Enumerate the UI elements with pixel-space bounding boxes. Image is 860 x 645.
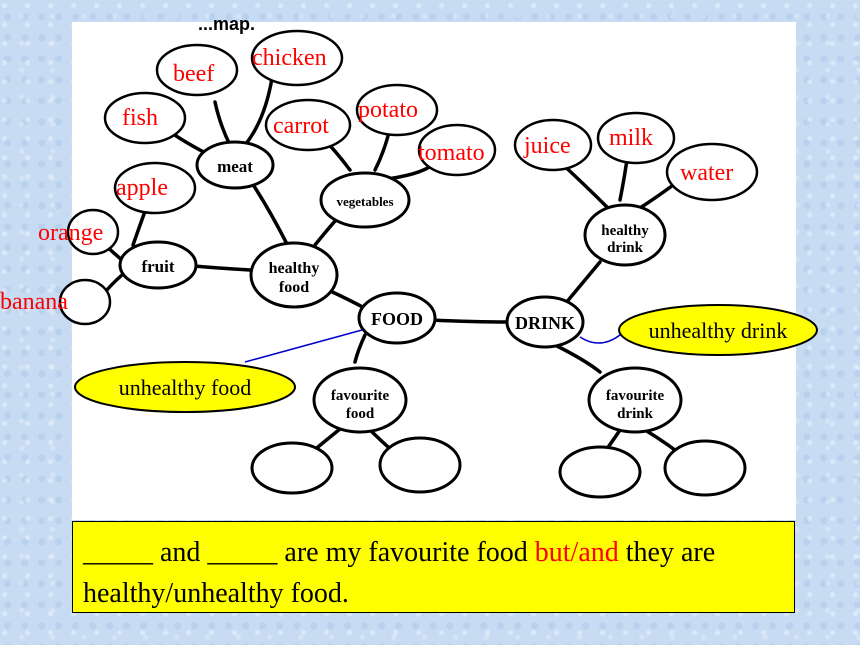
- carrot-oval: [264, 98, 352, 152]
- empty-drink-choice-2: [663, 439, 747, 497]
- sentence-part2: they are healthy/unhealthy food.: [83, 537, 716, 609]
- word-apple: apple: [116, 175, 168, 201]
- potato-oval: [355, 83, 439, 137]
- empty-food-choice-1: [250, 441, 334, 495]
- unhealthy-food-callout: [74, 361, 296, 413]
- drink-node-shape: [505, 295, 585, 349]
- sentence-part1: _____ and _____ are my favourite food: [83, 537, 535, 568]
- empty-drink-choice-1: [558, 445, 642, 499]
- header-fragment: ...map.: [198, 14, 255, 34]
- meat-node-label: meat: [217, 157, 253, 176]
- unhealthy-food-pointer: [244, 329, 363, 363]
- word-carrot: carrot: [273, 113, 329, 139]
- word-milk: milk: [609, 125, 653, 151]
- unhealthy-drink-pointer: [579, 334, 621, 344]
- word-water: water: [680, 160, 733, 186]
- unhealthy-drink-callout: [618, 304, 818, 356]
- word-tomato: tomato: [418, 140, 485, 166]
- healthy-drink-label-line1: healthy: [601, 223, 649, 239]
- word-fish: fish: [122, 105, 158, 131]
- banana-oval: [58, 278, 112, 326]
- healthy-drink-node-shape: [583, 203, 667, 267]
- favourite-drink-label-line1: favourite: [606, 388, 665, 404]
- word-potato: potato: [358, 97, 418, 123]
- word-chicken: chicken: [252, 45, 327, 71]
- favourite-food-label-line1: favourite: [331, 388, 390, 404]
- apple-oval: [113, 161, 197, 215]
- favourite-food-node-shape: [312, 366, 408, 434]
- fruit-node-label: fruit: [141, 257, 174, 276]
- unhealthy-food-label: unhealthy food: [119, 375, 252, 400]
- beef-oval: [155, 43, 239, 97]
- favourite-drink-node-shape: [587, 366, 683, 434]
- word-beef: beef: [173, 61, 214, 87]
- fish-oval: [103, 91, 187, 145]
- drink-node-label: DRINK: [515, 313, 575, 333]
- healthy-food-label-line1: healthy: [269, 260, 320, 277]
- milk-oval: [596, 111, 676, 165]
- healthy-drink-label-line2: drink: [607, 240, 644, 256]
- favourite-food-label-line2: food: [346, 406, 375, 422]
- food-node-label: FOOD: [371, 309, 423, 329]
- sentence-frame: _____ and _____ are my favourite food bu…: [72, 521, 795, 613]
- fruit-node-shape: [118, 240, 198, 290]
- unhealthy-drink-label: unhealthy drink: [649, 318, 788, 343]
- chicken-oval: [250, 29, 344, 87]
- empty-food-choice-2: [378, 436, 462, 494]
- sentence-conjunction: but/and: [534, 537, 619, 568]
- food-node-shape: [357, 291, 437, 345]
- word-juice: juice: [523, 133, 571, 159]
- vegetables-node-shape: [319, 171, 411, 229]
- meat-node-shape: [195, 140, 275, 190]
- orange-oval: [66, 208, 120, 256]
- water-oval: [665, 142, 759, 202]
- word-orange: orange: [38, 220, 103, 246]
- healthy-food-label-line2: food: [279, 279, 309, 296]
- healthy-food-node-shape: [249, 241, 339, 309]
- juice-oval: [513, 118, 593, 172]
- vegetables-node-label: vegetables: [336, 194, 393, 209]
- tomato-oval: [417, 123, 497, 177]
- word-banana: banana: [0, 289, 68, 315]
- favourite-drink-label-line2: drink: [617, 406, 654, 422]
